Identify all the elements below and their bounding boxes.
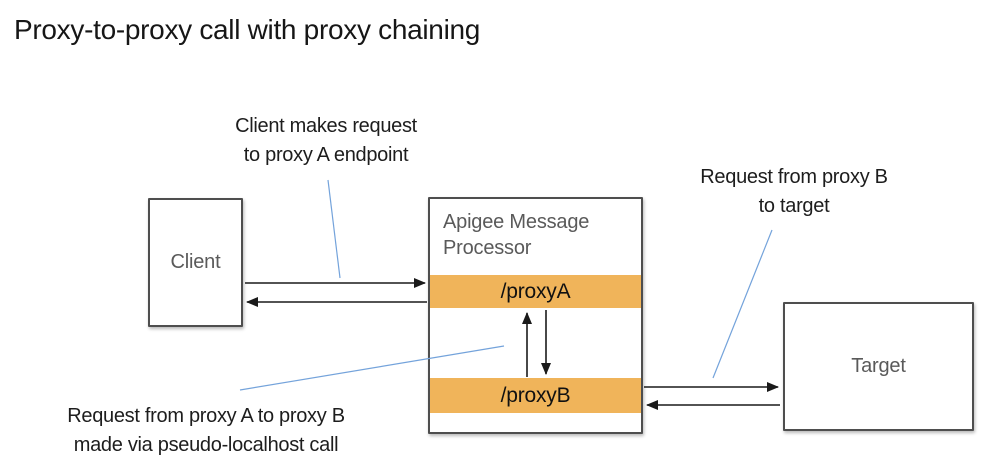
proxyb-label: /proxyB [500, 383, 571, 407]
message-processor-label: Apigee Message Processor [443, 211, 590, 259]
proxya-label: /proxyA [500, 279, 571, 303]
target-box: Target [783, 302, 974, 431]
proxya-endpoint-band: /proxyA [430, 275, 641, 308]
callout-line-proxyb-target [712, 229, 773, 379]
client-box: Client [148, 198, 243, 327]
callout-line-client-request [327, 179, 341, 279]
annotation-proxya-to-proxyb: Request from proxy A to proxy B made via… [67, 405, 345, 456]
proxyb-endpoint-band: /proxyB [430, 378, 641, 413]
message-processor-box: Apigee Message Processor /proxyA /proxyB [428, 197, 643, 434]
page-title: Proxy-to-proxy call with proxy chaining [14, 14, 481, 45]
annotation-client-request: Client makes request to proxy A endpoint [235, 115, 417, 166]
annotation-proxyb-to-target: Request from proxy B to target [700, 166, 888, 217]
client-label: Client [170, 251, 221, 273]
target-label: Target [851, 355, 906, 377]
